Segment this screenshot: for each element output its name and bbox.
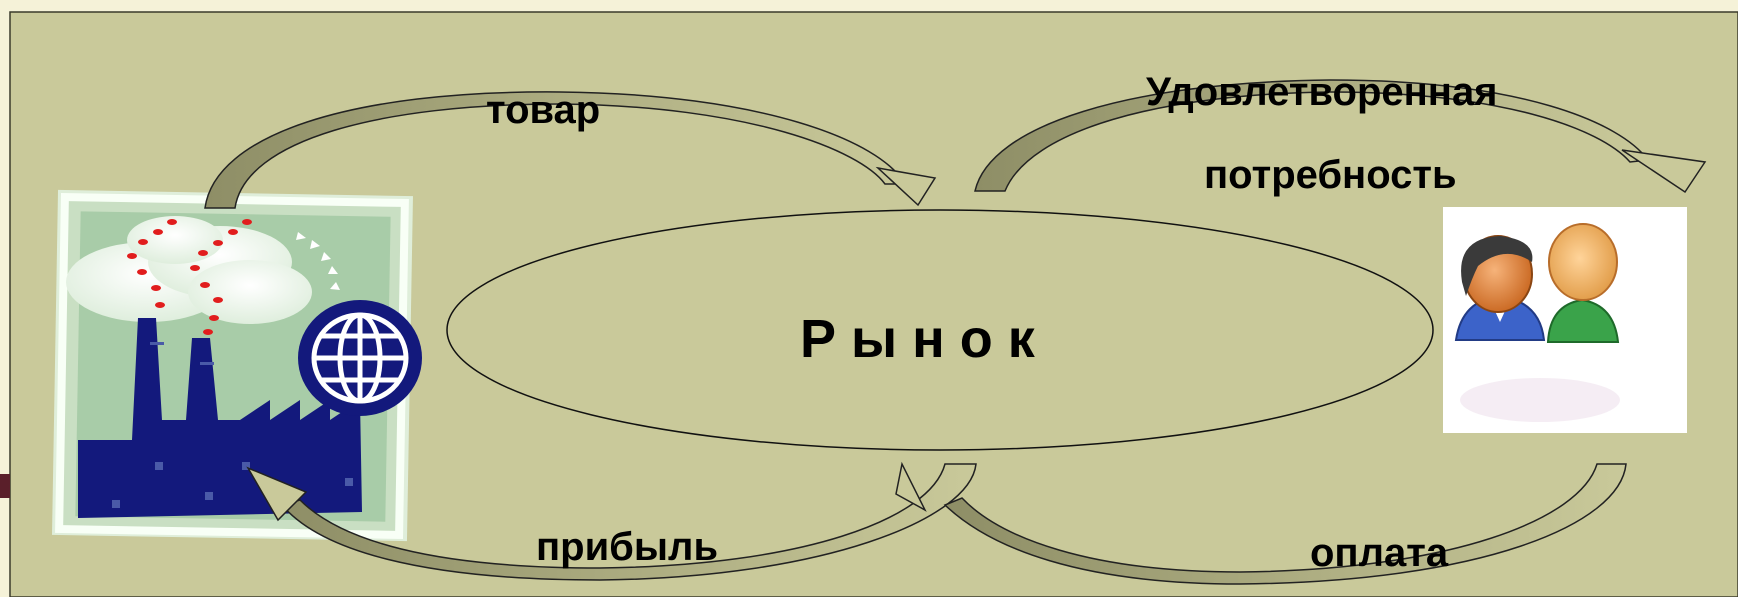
market-ellipse [446, 209, 1434, 451]
satisfied-need-label-line2: потребность [1204, 153, 1457, 197]
profit-label: прибыль [536, 525, 719, 569]
goods-label: товар [486, 88, 601, 132]
side-accent [0, 474, 10, 498]
arrow-goods [204, 91, 937, 209]
arrow-profit [246, 463, 977, 581]
payment-label: оплата [1310, 531, 1449, 575]
people-icon [1443, 207, 1687, 433]
arrow-payment [895, 461, 1627, 585]
arrow-need [974, 79, 1707, 194]
globe-icon [298, 300, 422, 416]
market-label: Р ы н о к [800, 309, 1035, 369]
satisfied-need-label-line1: Удовлетворенная [1146, 70, 1498, 114]
